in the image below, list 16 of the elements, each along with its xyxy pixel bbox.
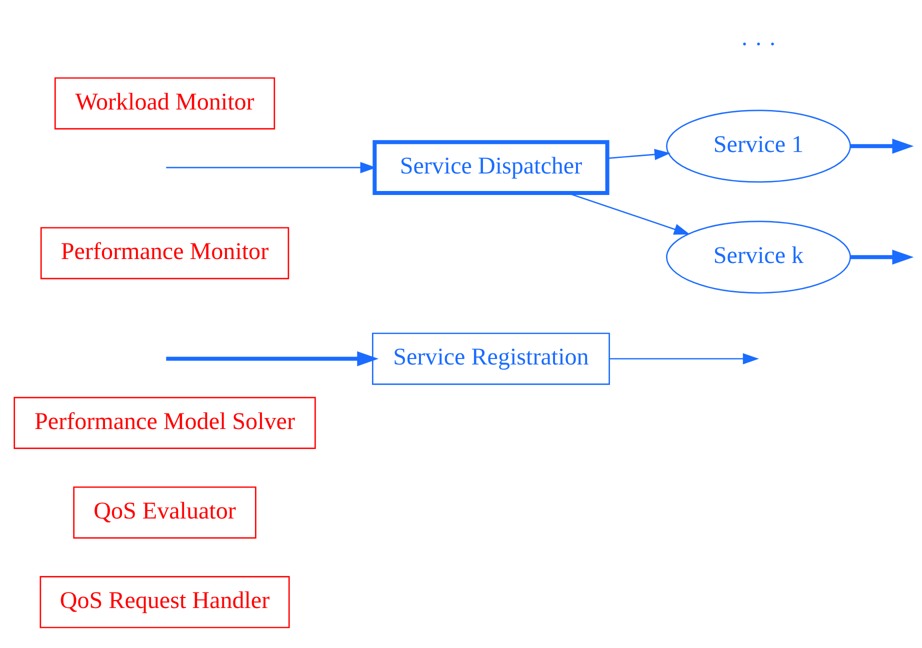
node-box: Service Registration bbox=[372, 332, 610, 385]
node-box: QoS Evaluator bbox=[72, 486, 256, 539]
arrow bbox=[850, 138, 914, 154]
arrow bbox=[606, 148, 670, 160]
arrow bbox=[609, 353, 758, 364]
node-box: Performance Monitor bbox=[40, 227, 289, 280]
node-box: Service Dispatcher bbox=[372, 140, 609, 195]
arrow bbox=[166, 351, 378, 366]
label: · · · bbox=[740, 32, 776, 58]
node-ellipse: Service k bbox=[666, 220, 850, 294]
arrow bbox=[166, 162, 376, 174]
arrow bbox=[850, 250, 914, 265]
node-box: Performance Model Solver bbox=[13, 396, 316, 449]
node-box: QoS Request Handler bbox=[39, 576, 290, 628]
node-box: Workload Monitor bbox=[54, 77, 275, 130]
node-ellipse: Service 1 bbox=[666, 110, 850, 183]
